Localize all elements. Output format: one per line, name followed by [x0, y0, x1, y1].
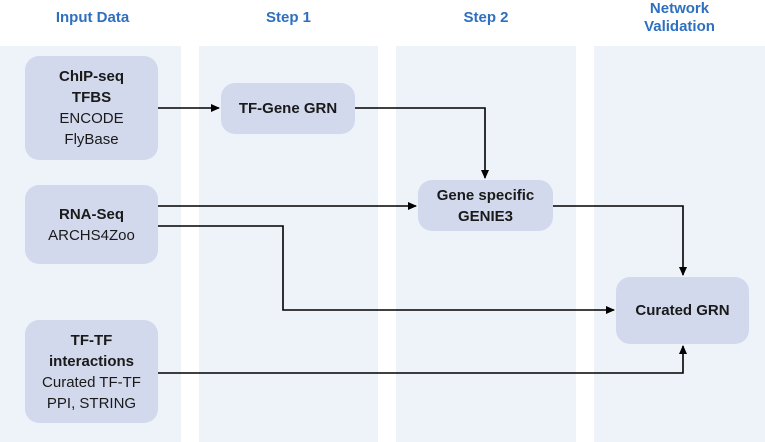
- arrow-rnaseq-to-curated: [158, 225, 615, 314]
- header-step-1: Step 1: [265, 9, 311, 26]
- node-tftf: TF-TF interactions Curated TF-TF PPI, ST…: [25, 320, 158, 423]
- node-tf-gene-grn: TF-Gene GRN: [221, 83, 355, 134]
- arrow-tfgene-to-genie: [355, 107, 489, 179]
- node-tf-gene-grn-title: TF-Gene GRN: [238, 100, 338, 117]
- node-genie-title-1: Gene specific: [436, 186, 535, 204]
- node-curated-grn: Curated GRN: [616, 277, 749, 344]
- node-rnaseq: RNA-Seq ARCHS4Zoo: [25, 185, 158, 264]
- node-chipseq-line-2: FlyBase: [64, 131, 119, 148]
- column-step-2: [396, 46, 576, 442]
- node-curated-grn-title: Curated GRN: [635, 302, 730, 319]
- node-tftf-line-1: Curated TF-TF: [42, 373, 141, 391]
- header-input-data: Input Data: [55, 9, 130, 26]
- node-chipseq-title-2: TFBS: [71, 89, 112, 106]
- node-tftf-title-1: TF-TF: [70, 331, 113, 349]
- node-tftf-title-2: interactions: [48, 352, 135, 370]
- node-rnaseq-line-1: ARCHS4Zoo: [48, 226, 135, 244]
- column-network-validation: [594, 46, 765, 442]
- node-chipseq: ChIP-seq TFBS ENCODE FlyBase: [25, 56, 158, 160]
- header-step-2: Step 2: [463, 9, 509, 26]
- header-network-validation: Network Validation: [644, 0, 715, 35]
- node-rnaseq-title: RNA-Seq: [58, 205, 124, 223]
- node-chipseq-line-1: ENCODE: [59, 110, 124, 127]
- node-tftf-line-2: PPI, STRING: [46, 394, 137, 412]
- node-gene-specific-genie3: Gene specific GENIE3: [418, 180, 553, 231]
- node-chipseq-title-1: ChIP-seq: [58, 68, 124, 85]
- node-genie-title-2: GENIE3: [457, 207, 514, 225]
- arrow-tftf-to-curated: [158, 345, 687, 374]
- arrow-genie-to-curated: [553, 205, 687, 276]
